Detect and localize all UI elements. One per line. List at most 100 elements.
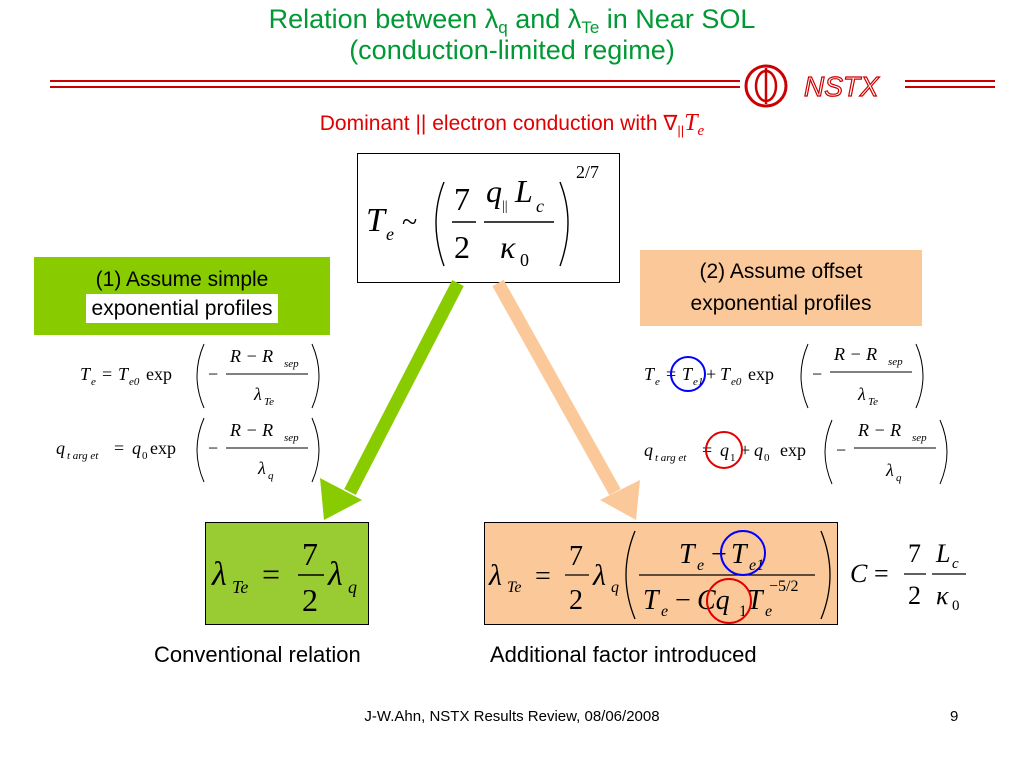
svg-text:q: q — [896, 472, 902, 484]
svg-text:=: = — [702, 440, 712, 460]
additional-factor-caption: Additional factor introduced — [490, 642, 757, 667]
te-offset-equation: T e = T e1 + T e0 exp − R − R sep λ Te — [644, 343, 924, 409]
assumption-offset-line1: (2) Assume offset — [699, 260, 863, 283]
svg-text:λ: λ — [257, 458, 266, 478]
svg-text:T: T — [80, 364, 92, 384]
svg-text:Te: Te — [232, 577, 248, 597]
svg-text:λ: λ — [253, 384, 262, 404]
svg-text:−: − — [208, 438, 218, 458]
svg-text:sep: sep — [284, 358, 299, 370]
te-simple-equation: T e = T e0 exp − R − R sep λ Te — [80, 343, 320, 409]
svg-text:T: T — [679, 539, 697, 570]
q-offset-equation: q t arg et = q 1 + q 0 exp − R − R sep λ… — [644, 419, 948, 485]
svg-text:−5/2: −5/2 — [769, 578, 798, 595]
svg-text:λ: λ — [592, 559, 606, 592]
header-rule-top-right — [905, 80, 995, 82]
svg-text:q: q — [348, 577, 357, 597]
assumption-offset-line2: exponential profiles — [690, 292, 872, 315]
offset-te1-highlight-circle — [720, 530, 766, 576]
svg-text:c: c — [952, 556, 959, 572]
header-rule-bottom-left — [50, 86, 740, 88]
offset-q-highlight-circle — [705, 431, 743, 469]
logo-text: NSTX — [804, 71, 880, 102]
svg-text:−: − — [836, 440, 846, 460]
svg-text:e: e — [91, 376, 96, 388]
green-arrow-shaft — [344, 280, 464, 495]
main-equation-box: T e ~ 7 2 q || L c κ 0 2/7 — [357, 153, 620, 283]
svg-text:q: q — [611, 579, 619, 596]
svg-text:e: e — [765, 603, 772, 620]
svg-text:2: 2 — [302, 582, 318, 618]
svg-text:0: 0 — [142, 450, 148, 462]
svg-text:2: 2 — [454, 229, 470, 265]
assumption-offset-box: (2) Assume offset exponential profiles — [640, 250, 922, 326]
conventional-result-equation: λ Te = 7 2 λ q — [211, 536, 357, 618]
svg-text:=: = — [102, 364, 112, 384]
svg-text:Cq: Cq — [697, 585, 730, 616]
title-line-2: (conduction-limited regime) — [349, 35, 675, 65]
offset-result-equation: λ Te = 7 2 λ q T e − T e1 T e − Cq 1 T e… — [488, 530, 831, 624]
svg-text:R − R: R − R — [833, 344, 877, 364]
svg-text:+: + — [706, 364, 716, 384]
orange-arrow-head — [600, 480, 640, 520]
svg-text:e0: e0 — [731, 376, 742, 388]
svg-text:T: T — [118, 364, 130, 384]
svg-text:q: q — [644, 440, 653, 460]
header-rule-bottom-right — [905, 86, 995, 88]
svg-text:1: 1 — [730, 452, 736, 464]
svg-text:q: q — [268, 470, 274, 482]
page-number: 9 — [950, 708, 959, 725]
svg-text:+: + — [740, 440, 750, 460]
svg-text:T: T — [682, 364, 694, 384]
offset-profile-equations: T e = T e1 + T e0 exp − R − R sep λ Te q… — [644, 343, 948, 485]
svg-text:exp: exp — [748, 364, 774, 384]
svg-text:2: 2 — [908, 581, 921, 610]
header-rule-top-left — [50, 80, 740, 82]
svg-text:Te: Te — [264, 396, 274, 408]
nstx-logo: NSTX — [744, 64, 904, 108]
svg-text:κ: κ — [500, 229, 516, 265]
svg-text:T: T — [643, 585, 661, 616]
svg-text:e1: e1 — [749, 557, 764, 574]
svg-text:=: = — [874, 559, 889, 588]
svg-text:R − R: R − R — [229, 346, 273, 366]
svg-text:T: T — [747, 585, 765, 616]
svg-text:κ: κ — [936, 581, 949, 610]
offset-te-highlight-circle — [670, 356, 706, 392]
conventional-result-box: λ Te = 7 2 λ q — [205, 522, 369, 625]
svg-text:e: e — [661, 603, 668, 620]
svg-text:T: T — [720, 364, 732, 384]
q-simple-equation: q t arg et = q 0 exp − R − R sep λ q — [56, 417, 320, 483]
svg-text:T: T — [644, 364, 656, 384]
svg-text:Te: Te — [507, 579, 522, 596]
svg-text:e: e — [697, 557, 704, 574]
svg-text:exp: exp — [150, 438, 176, 458]
svg-text:T: T — [366, 202, 387, 239]
nabla-symbol: ∇ — [663, 111, 678, 135]
offset-result-box: λ Te = 7 2 λ q T e − T e1 T e − Cq 1 T e… — [484, 522, 838, 625]
svg-text:=: = — [535, 561, 551, 592]
title-line-1: Relation between λq and λTe in Near SOL — [268, 4, 756, 37]
svg-text:λ: λ — [327, 556, 343, 593]
svg-text:=: = — [114, 438, 124, 458]
svg-text:1: 1 — [739, 603, 747, 620]
assumption-simple-box: (1) Assume simple exponential profiles — [34, 257, 330, 335]
svg-text:e0: e0 — [129, 376, 140, 388]
svg-text:q: q — [486, 173, 502, 209]
svg-text:0: 0 — [520, 250, 529, 270]
slide-title: Relation between λq and λTe in Near SOL … — [0, 4, 1024, 66]
nstx-logo-icon: NSTX — [744, 64, 881, 108]
svg-text:−: − — [812, 364, 822, 384]
svg-text:e: e — [386, 224, 394, 244]
svg-text:e1: e1 — [693, 376, 703, 388]
svg-text:q: q — [56, 438, 65, 458]
svg-text:−: − — [675, 585, 691, 616]
svg-text:C: C — [850, 559, 868, 588]
svg-text:7: 7 — [569, 541, 583, 572]
svg-text:T: T — [731, 539, 749, 570]
svg-text:e: e — [655, 376, 660, 388]
svg-text:R − R: R − R — [229, 420, 273, 440]
svg-text:λ: λ — [211, 556, 227, 593]
offset-q1-highlight-circle — [706, 578, 752, 624]
svg-text:Te: Te — [868, 396, 878, 408]
